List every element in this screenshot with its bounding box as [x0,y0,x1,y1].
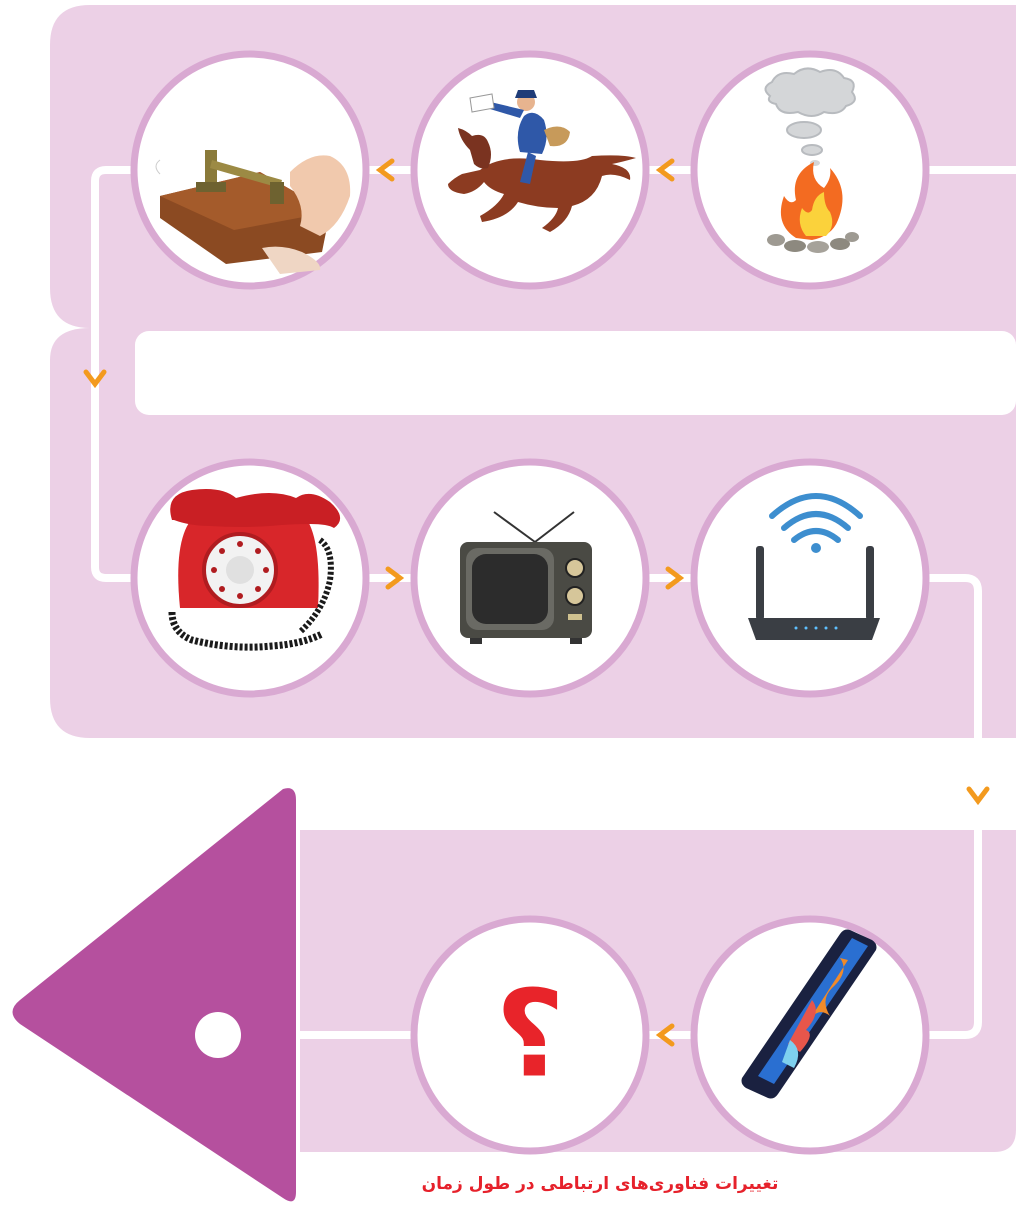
diagram-caption: تغییرات فناوری‌های ارتباطی در طول زمان [300,1173,900,1195]
band-gap-2 [120,742,960,826]
pointer-dot [195,1012,241,1058]
question-mark-icon: ؟ [495,966,565,1105]
band-gap-1 [135,331,1016,415]
timeline-pointer [13,788,297,1201]
